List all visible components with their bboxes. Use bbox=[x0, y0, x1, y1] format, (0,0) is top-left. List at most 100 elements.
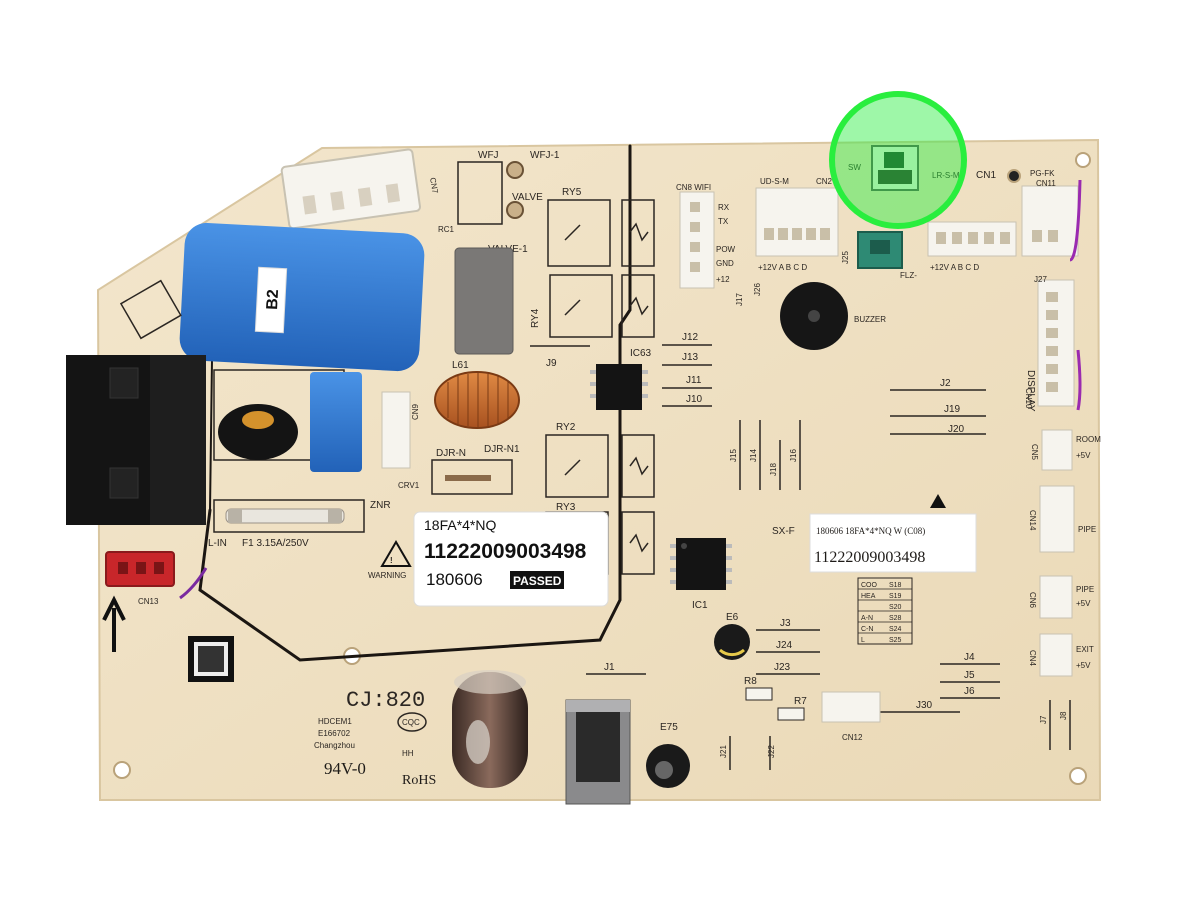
tx-label: TX bbox=[718, 217, 729, 226]
mode-table-cell: COO bbox=[861, 582, 878, 589]
small-label-sticker: 180606 18FA*4*NQ W (C08) 11222009003498 … bbox=[772, 494, 977, 573]
cn10-label: CN10 bbox=[1024, 388, 1033, 409]
djr-n1-label: DJR-N1 bbox=[484, 444, 520, 455]
znr-label: ZNR bbox=[370, 500, 391, 511]
j20-label: J20 bbox=[948, 424, 965, 435]
j7-label: J7 bbox=[1039, 715, 1048, 724]
cn13-connector: CN13 bbox=[102, 551, 208, 652]
djr-n-label: DJR-N bbox=[436, 448, 466, 459]
cn14-label: CN14 bbox=[1028, 510, 1037, 531]
plus5v-a-label: +5V bbox=[1076, 451, 1091, 460]
mode-table-cell: S25 bbox=[889, 637, 902, 644]
mode-table-cell: S24 bbox=[889, 626, 902, 633]
ul-line3: Changzhou bbox=[314, 741, 355, 750]
warning-triangle: ! WARNING bbox=[368, 540, 412, 580]
j2-label: J2 bbox=[940, 378, 951, 389]
rohs-label: RoHS bbox=[402, 773, 436, 788]
buzzer: BUZZER bbox=[780, 282, 886, 350]
e75-capacitor: E75 bbox=[646, 722, 690, 788]
cn1-lr-s-m-connector: LR-S-M CN1 +12V A B C D bbox=[927, 170, 1017, 272]
j3-label: J3 bbox=[780, 618, 791, 629]
j1-jumper: J1 bbox=[586, 662, 646, 675]
djr-area: DJR-N DJR-N1 bbox=[431, 444, 520, 495]
cn1-label: CN1 bbox=[976, 170, 996, 181]
cn5-room-connector: CN5 ROOM +5V bbox=[1030, 429, 1101, 471]
e6-label: E6 bbox=[726, 612, 739, 623]
ry4-label: RY4 bbox=[530, 308, 541, 328]
cn13-label: CN13 bbox=[138, 597, 159, 606]
cqc-label: CQC bbox=[402, 718, 420, 727]
mode-table-cell: S18 bbox=[889, 582, 902, 589]
hh-label: HH bbox=[402, 749, 414, 758]
l-in-label: L-IN bbox=[208, 538, 227, 549]
sw-label: SW bbox=[848, 163, 861, 172]
pg-fk-label: PG-FK bbox=[1030, 169, 1055, 178]
b2-x-capacitor: B2 bbox=[179, 222, 425, 372]
ul-line2: E166702 bbox=[318, 729, 351, 738]
cn14-pipe-connector: CN14 PIPE bbox=[1028, 485, 1096, 553]
resistors: R8 R7 bbox=[744, 676, 807, 721]
cn6-label: CN6 bbox=[1028, 592, 1037, 609]
mode-table-cell: L bbox=[861, 637, 865, 644]
relay-outlines bbox=[545, 199, 655, 575]
label-model: 18FA*4*NQ bbox=[424, 517, 496, 533]
small-label-line1: 180606 18FA*4*NQ W (C08) bbox=[816, 526, 925, 536]
j21-label: J21 bbox=[719, 745, 728, 758]
r7-label: R7 bbox=[794, 696, 807, 707]
cn6-pipe-connector: CN6 PIPE +5V bbox=[1028, 575, 1094, 619]
j15-label: J15 bbox=[729, 449, 738, 462]
pow-label: POW bbox=[716, 245, 736, 254]
j1-label: J1 bbox=[604, 662, 615, 673]
jumpers-middle bbox=[530, 344, 712, 407]
gnd-label: GND bbox=[716, 259, 734, 268]
ic1-label: IC1 bbox=[692, 600, 708, 611]
rc1-resistor bbox=[454, 247, 514, 355]
j17-label: J17 bbox=[735, 293, 744, 306]
flz-label: FLZ- bbox=[900, 271, 917, 280]
ic1-chip: IC1 bbox=[670, 538, 732, 611]
cn8-wifi-connector: CN8 WIFI RX TX POW GND +12 J17 J26 bbox=[676, 183, 762, 306]
j25-label: J25 bbox=[841, 251, 850, 264]
fuse-f1: F1 3.15A/250V ZNR L-IN bbox=[208, 499, 391, 549]
rx-label: RX bbox=[718, 203, 730, 212]
b2-label: B2 bbox=[264, 289, 282, 310]
jumpers-lower bbox=[729, 629, 1071, 770]
buzzer-label: BUZZER bbox=[854, 315, 886, 324]
flz-connector: FLZ- bbox=[857, 231, 917, 280]
sx-f-label: SX-F bbox=[772, 526, 795, 537]
l61-label: L61 bbox=[452, 360, 469, 371]
board-traces bbox=[198, 144, 632, 662]
pipe-b-label: PIPE bbox=[1076, 585, 1094, 594]
j27-label: J27 bbox=[1034, 275, 1047, 284]
e75-label: E75 bbox=[660, 722, 678, 733]
cn8-wifi-label: CN8 WIFI bbox=[676, 183, 711, 192]
mode-table-cell: S20 bbox=[889, 604, 902, 611]
j6-label: J6 bbox=[964, 686, 975, 697]
ud-s-m-label: UD-S-M bbox=[760, 177, 789, 186]
left-terminal-pins bbox=[119, 279, 182, 340]
ul-line1: HDCEM1 bbox=[318, 717, 352, 726]
warning-label: WARNING bbox=[368, 571, 406, 580]
mode-table-cell: A-N bbox=[861, 615, 873, 622]
label-status: PASSED bbox=[513, 574, 562, 588]
mode-table-cell: C-N bbox=[861, 626, 873, 633]
ic63-chip: IC63 bbox=[590, 348, 652, 410]
j24-label: J24 bbox=[776, 640, 793, 651]
plus12-label: +12 bbox=[716, 275, 730, 284]
j11-label: J11 bbox=[686, 375, 702, 386]
ic63-label: IC63 bbox=[630, 348, 652, 359]
j9-label: J9 bbox=[546, 358, 557, 369]
cn2-ud-s-m-connector: UD-S-M CN2 +12V A B C D J25 bbox=[755, 177, 850, 272]
j12-label: J12 bbox=[682, 332, 699, 343]
label-date: 180606 bbox=[426, 570, 483, 589]
cn2-label: CN2 bbox=[816, 177, 833, 186]
valve-label: VALVE bbox=[512, 192, 543, 203]
plus5v-c-label: +5V bbox=[1076, 661, 1091, 670]
display-label: DISPLAY bbox=[1025, 370, 1036, 412]
mode-table-cell: S28 bbox=[889, 615, 902, 622]
cn12-connector: CN12 bbox=[821, 691, 881, 742]
cn7-label: CN7 bbox=[428, 177, 440, 195]
mode-table-cell: S19 bbox=[889, 593, 902, 600]
pipe-a-label: PIPE bbox=[1078, 525, 1096, 534]
